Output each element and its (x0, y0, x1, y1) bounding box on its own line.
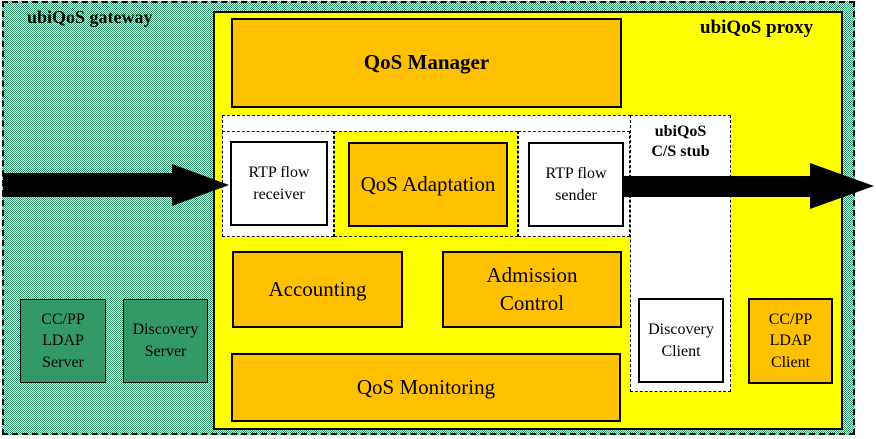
ccpp-ldap-client-label-line3: Client (770, 353, 811, 371)
discovery-client-label-line1: Discovery (648, 320, 714, 338)
qos-adaptation-box: QoS Adaptation (348, 142, 508, 227)
stub-label-line2: C/S stub (651, 143, 710, 160)
inbound-flow-arrow-shaft (3, 173, 173, 197)
qos-monitoring-label: QoS Monitoring (356, 374, 496, 399)
rtp-flow-sender-label-line2: sender (555, 186, 597, 204)
stub-label-line1: ubiQoS (654, 123, 707, 140)
admission-control-label-line1: Admission (486, 262, 578, 287)
qos-manager-label: QoS Manager (363, 50, 490, 75)
discovery-client-box: Discovery Client (638, 298, 724, 383)
ccpp-ldap-client-label-line1: CC/PP (768, 310, 813, 328)
accounting-box: Accounting (232, 251, 403, 328)
admission-control-box: Admission Control (442, 251, 622, 328)
rtp-flow-sender-label-line1: RTP flow (545, 164, 607, 182)
ccpp-ldap-server-box: CC/PP LDAP Server (20, 299, 106, 383)
admission-control-label-line2: Control (499, 290, 565, 315)
rtp-flow-sender-box: RTP flow sender (528, 142, 624, 227)
rtp-flow-receiver-label-line2: receiver (253, 185, 305, 203)
qos-monitoring-box: QoS Monitoring (231, 353, 621, 422)
gateway-label: ubiQoS gateway (27, 7, 153, 27)
qos-manager-box: QoS Manager (231, 18, 622, 108)
discovery-server-label-line1: Discovery (132, 321, 199, 339)
rtp-flow-receiver-box: RTP flow receiver (230, 141, 328, 226)
discovery-server-label-line2: Server (144, 343, 187, 360)
outbound-flow-arrow-shaft (622, 176, 812, 197)
qos-adaptation-label: QoS Adaptation (360, 171, 496, 196)
rtp-flow-receiver-label-line1: RTP flow (248, 163, 310, 181)
discovery-server-box: Discovery Server (123, 299, 208, 383)
ccpp-ldap-server-label-line3: Server (42, 353, 84, 371)
outbound-flow-arrow-head-icon (810, 163, 874, 209)
ccpp-ldap-client-box: CC/PP LDAP Client (748, 298, 833, 384)
accounting-label: Accounting (268, 276, 367, 301)
discovery-client-label-line2: Client (661, 342, 701, 360)
proxy-label: ubiQoS proxy (700, 17, 814, 38)
ccpp-ldap-server-label-line2: LDAP (42, 332, 84, 350)
inbound-flow-arrow-head-icon (172, 164, 229, 206)
ccpp-ldap-server-label-line1: CC/PP (41, 310, 85, 328)
stub-label: ubiQoS C/S stub (630, 122, 731, 162)
ccpp-ldap-client-label-line2: LDAP (769, 332, 812, 350)
